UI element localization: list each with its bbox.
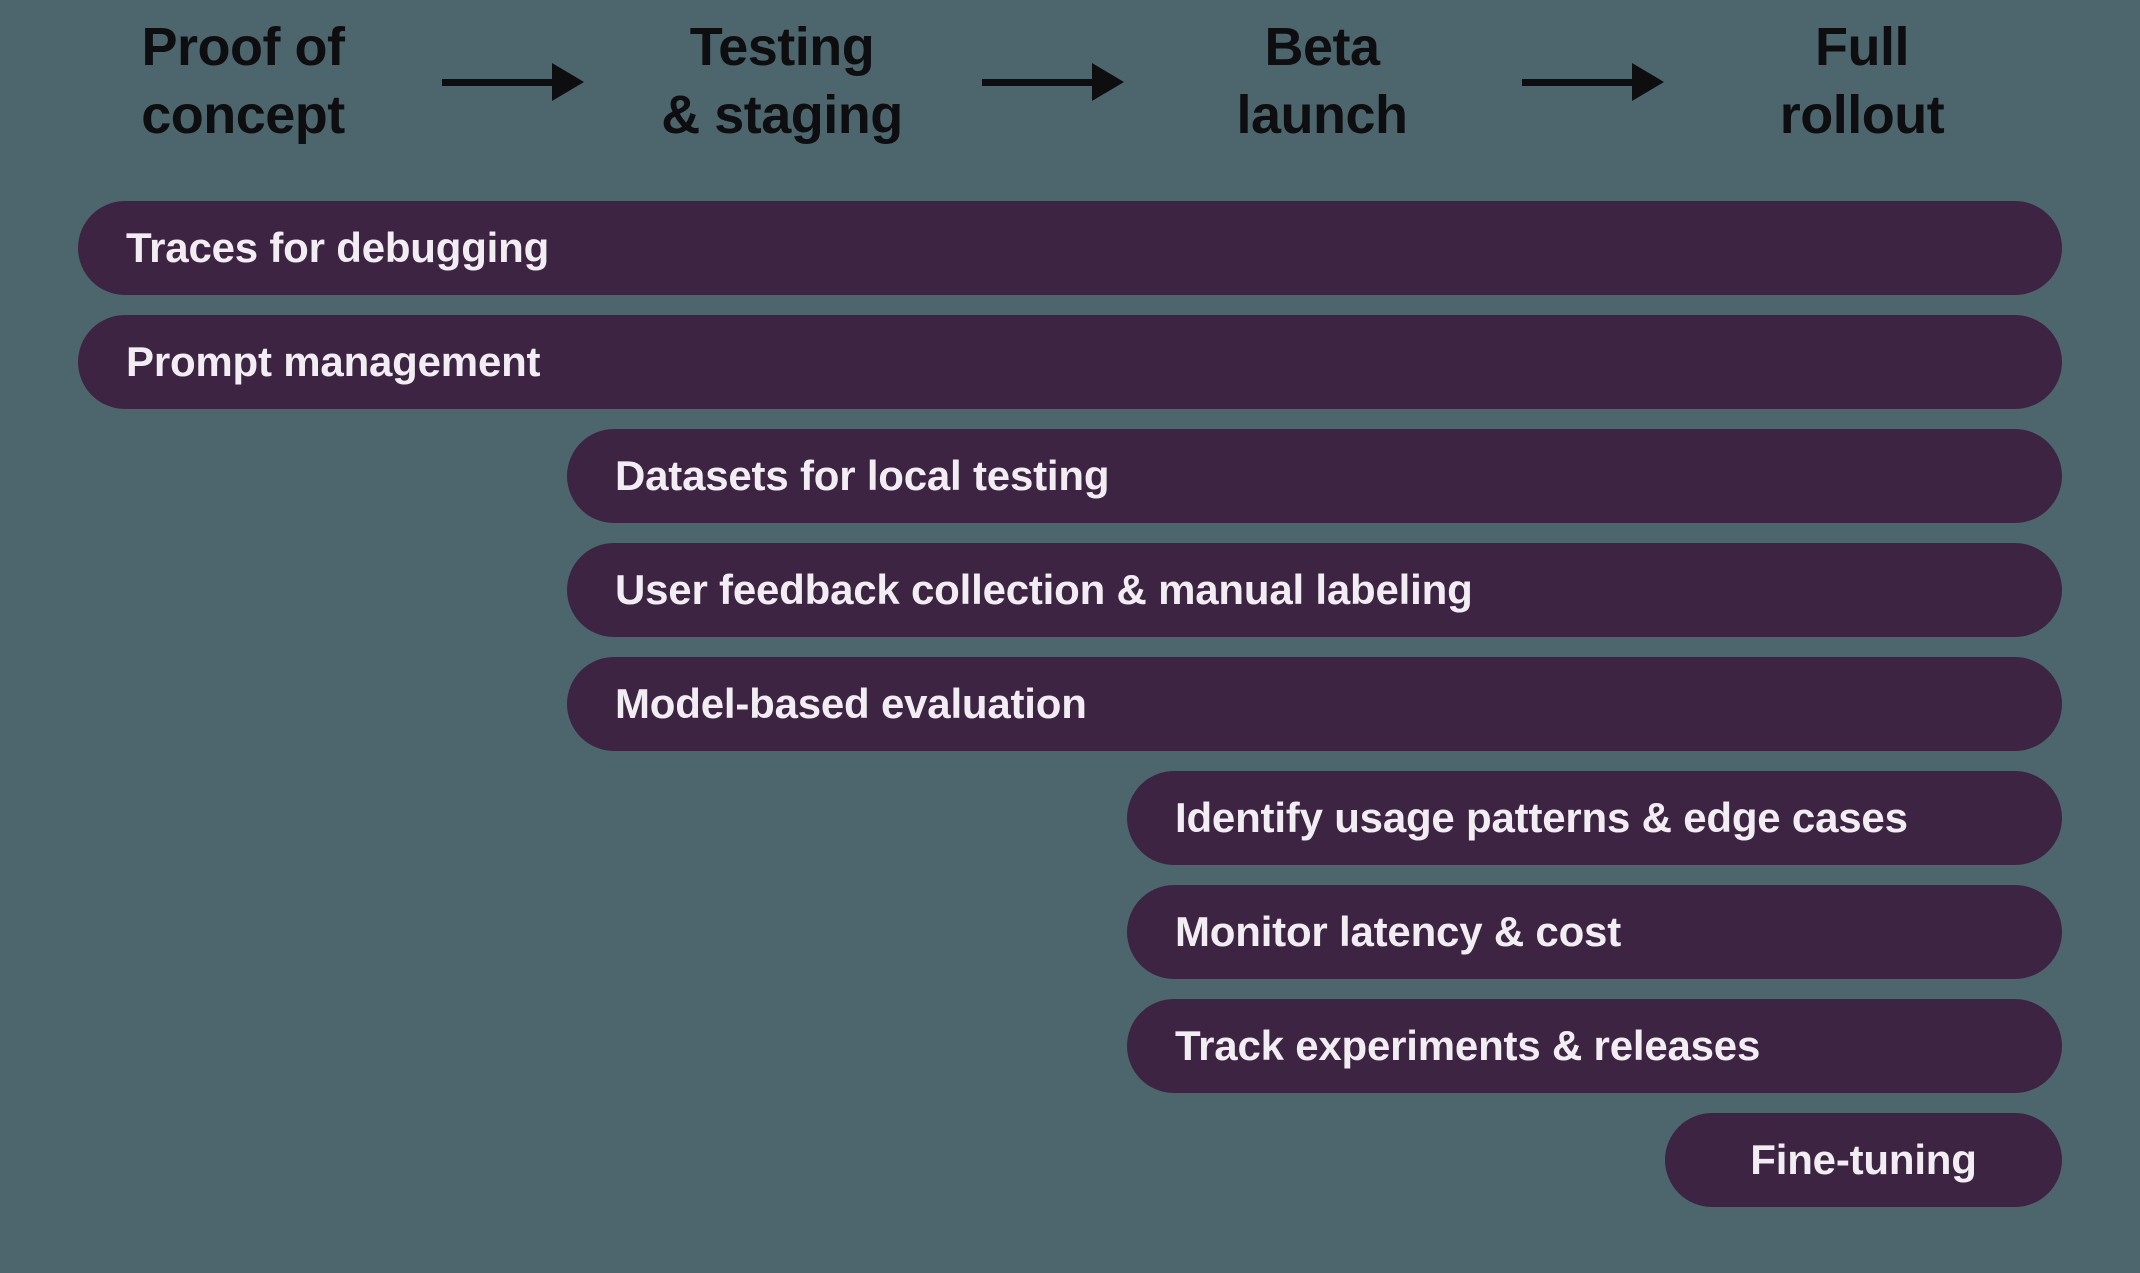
bar-label: Model-based evaluation	[615, 680, 1087, 727]
stage-title-line: Beta	[1264, 17, 1380, 77]
stage-title-full-rollout: Full rollout	[1622, 13, 2102, 149]
arrow-right-icon	[982, 60, 1124, 104]
stage-title-line: Testing	[689, 17, 875, 77]
stage-title-beta-launch: Beta launch	[1082, 13, 1562, 149]
stage-title-line: rollout	[1779, 85, 1945, 145]
bar-label: Datasets for local testing	[615, 452, 1110, 499]
bar-label: User feedback collection & manual labeli…	[615, 566, 1473, 613]
arrow-right-icon	[1522, 60, 1664, 104]
bar-prompt-management: Prompt management	[78, 315, 2062, 409]
stage-title-line: & staging	[661, 85, 903, 145]
stage-title-line: launch	[1236, 85, 1408, 145]
bar-label: Identify usage patterns & edge cases	[1175, 794, 1908, 841]
bar-monitor-latency-cost: Monitor latency & cost	[1127, 885, 2062, 979]
stage-title-line: Full	[1815, 17, 1909, 77]
bar-datasets-for-local-testing: Datasets for local testing	[567, 429, 2062, 523]
bar-label: Track experiments & releases	[1175, 1022, 1761, 1069]
bar-identify-usage-patterns: Identify usage patterns & edge cases	[1127, 771, 2062, 865]
bar-label: Prompt management	[126, 338, 541, 385]
stage-title-line: Proof of	[141, 17, 345, 77]
bar-label: Fine-tuning	[1750, 1136, 1977, 1183]
arrow-right-icon	[442, 60, 584, 104]
bar-model-based-evaluation: Model-based evaluation	[567, 657, 2062, 751]
bar-traces-for-debugging: Traces for debugging	[78, 201, 2062, 295]
bar-label: Traces for debugging	[126, 224, 550, 271]
stage-title-proof-of-concept: Proof of concept	[3, 13, 483, 149]
stage-title-line: concept	[141, 85, 345, 145]
bar-track-experiments-releases: Track experiments & releases	[1127, 999, 2062, 1093]
bar-label: Monitor latency & cost	[1175, 908, 1621, 955]
bar-user-feedback-collection: User feedback collection & manual labeli…	[567, 543, 2062, 637]
stage-title-testing-staging: Testing & staging	[542, 13, 1022, 149]
bar-fine-tuning: Fine-tuning	[1665, 1113, 2062, 1207]
